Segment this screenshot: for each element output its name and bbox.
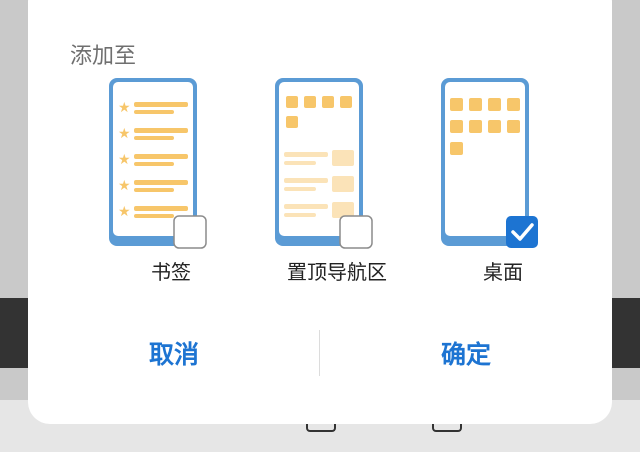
home-nav-icon[interactable]	[306, 416, 336, 432]
confirm-button[interactable]: 确定	[440, 340, 491, 369]
bookmarks-illustration: ★ ★ ★ ★ ★	[109, 78, 207, 249]
checkbox-bookmarks	[173, 215, 207, 249]
option-bookmarks[interactable]: ★ ★ ★ ★ ★ 书签	[106, 74, 236, 284]
dialog-actions: 取消 确定	[28, 320, 612, 390]
option-label-desktop: 桌面	[483, 260, 523, 284]
option-label-top-navigation: 置顶导航区	[287, 260, 387, 284]
actions-divider	[319, 330, 320, 376]
svg-text:★: ★	[118, 100, 131, 116]
checkbox-desktop	[506, 216, 538, 248]
svg-text:★: ★	[118, 126, 131, 142]
option-label-bookmarks: 书签	[151, 260, 191, 284]
cancel-button[interactable]: 取消	[148, 340, 199, 369]
recents-nav-icon[interactable]	[432, 416, 462, 432]
top-navigation-illustration	[275, 78, 373, 249]
add-to-dialog: 添加至 ★ ★ ★ ★ ★	[28, 0, 612, 424]
dialog-title: 添加至	[70, 44, 137, 69]
checkbox-top-navigation	[339, 215, 373, 249]
option-desktop[interactable]: 桌面	[438, 74, 568, 284]
svg-text:★: ★	[118, 152, 131, 168]
option-top-navigation[interactable]: 置顶导航区	[272, 74, 402, 284]
desktop-illustration	[441, 78, 538, 248]
svg-text:★: ★	[118, 178, 131, 194]
check-icon	[511, 223, 534, 241]
svg-text:★: ★	[118, 204, 131, 220]
